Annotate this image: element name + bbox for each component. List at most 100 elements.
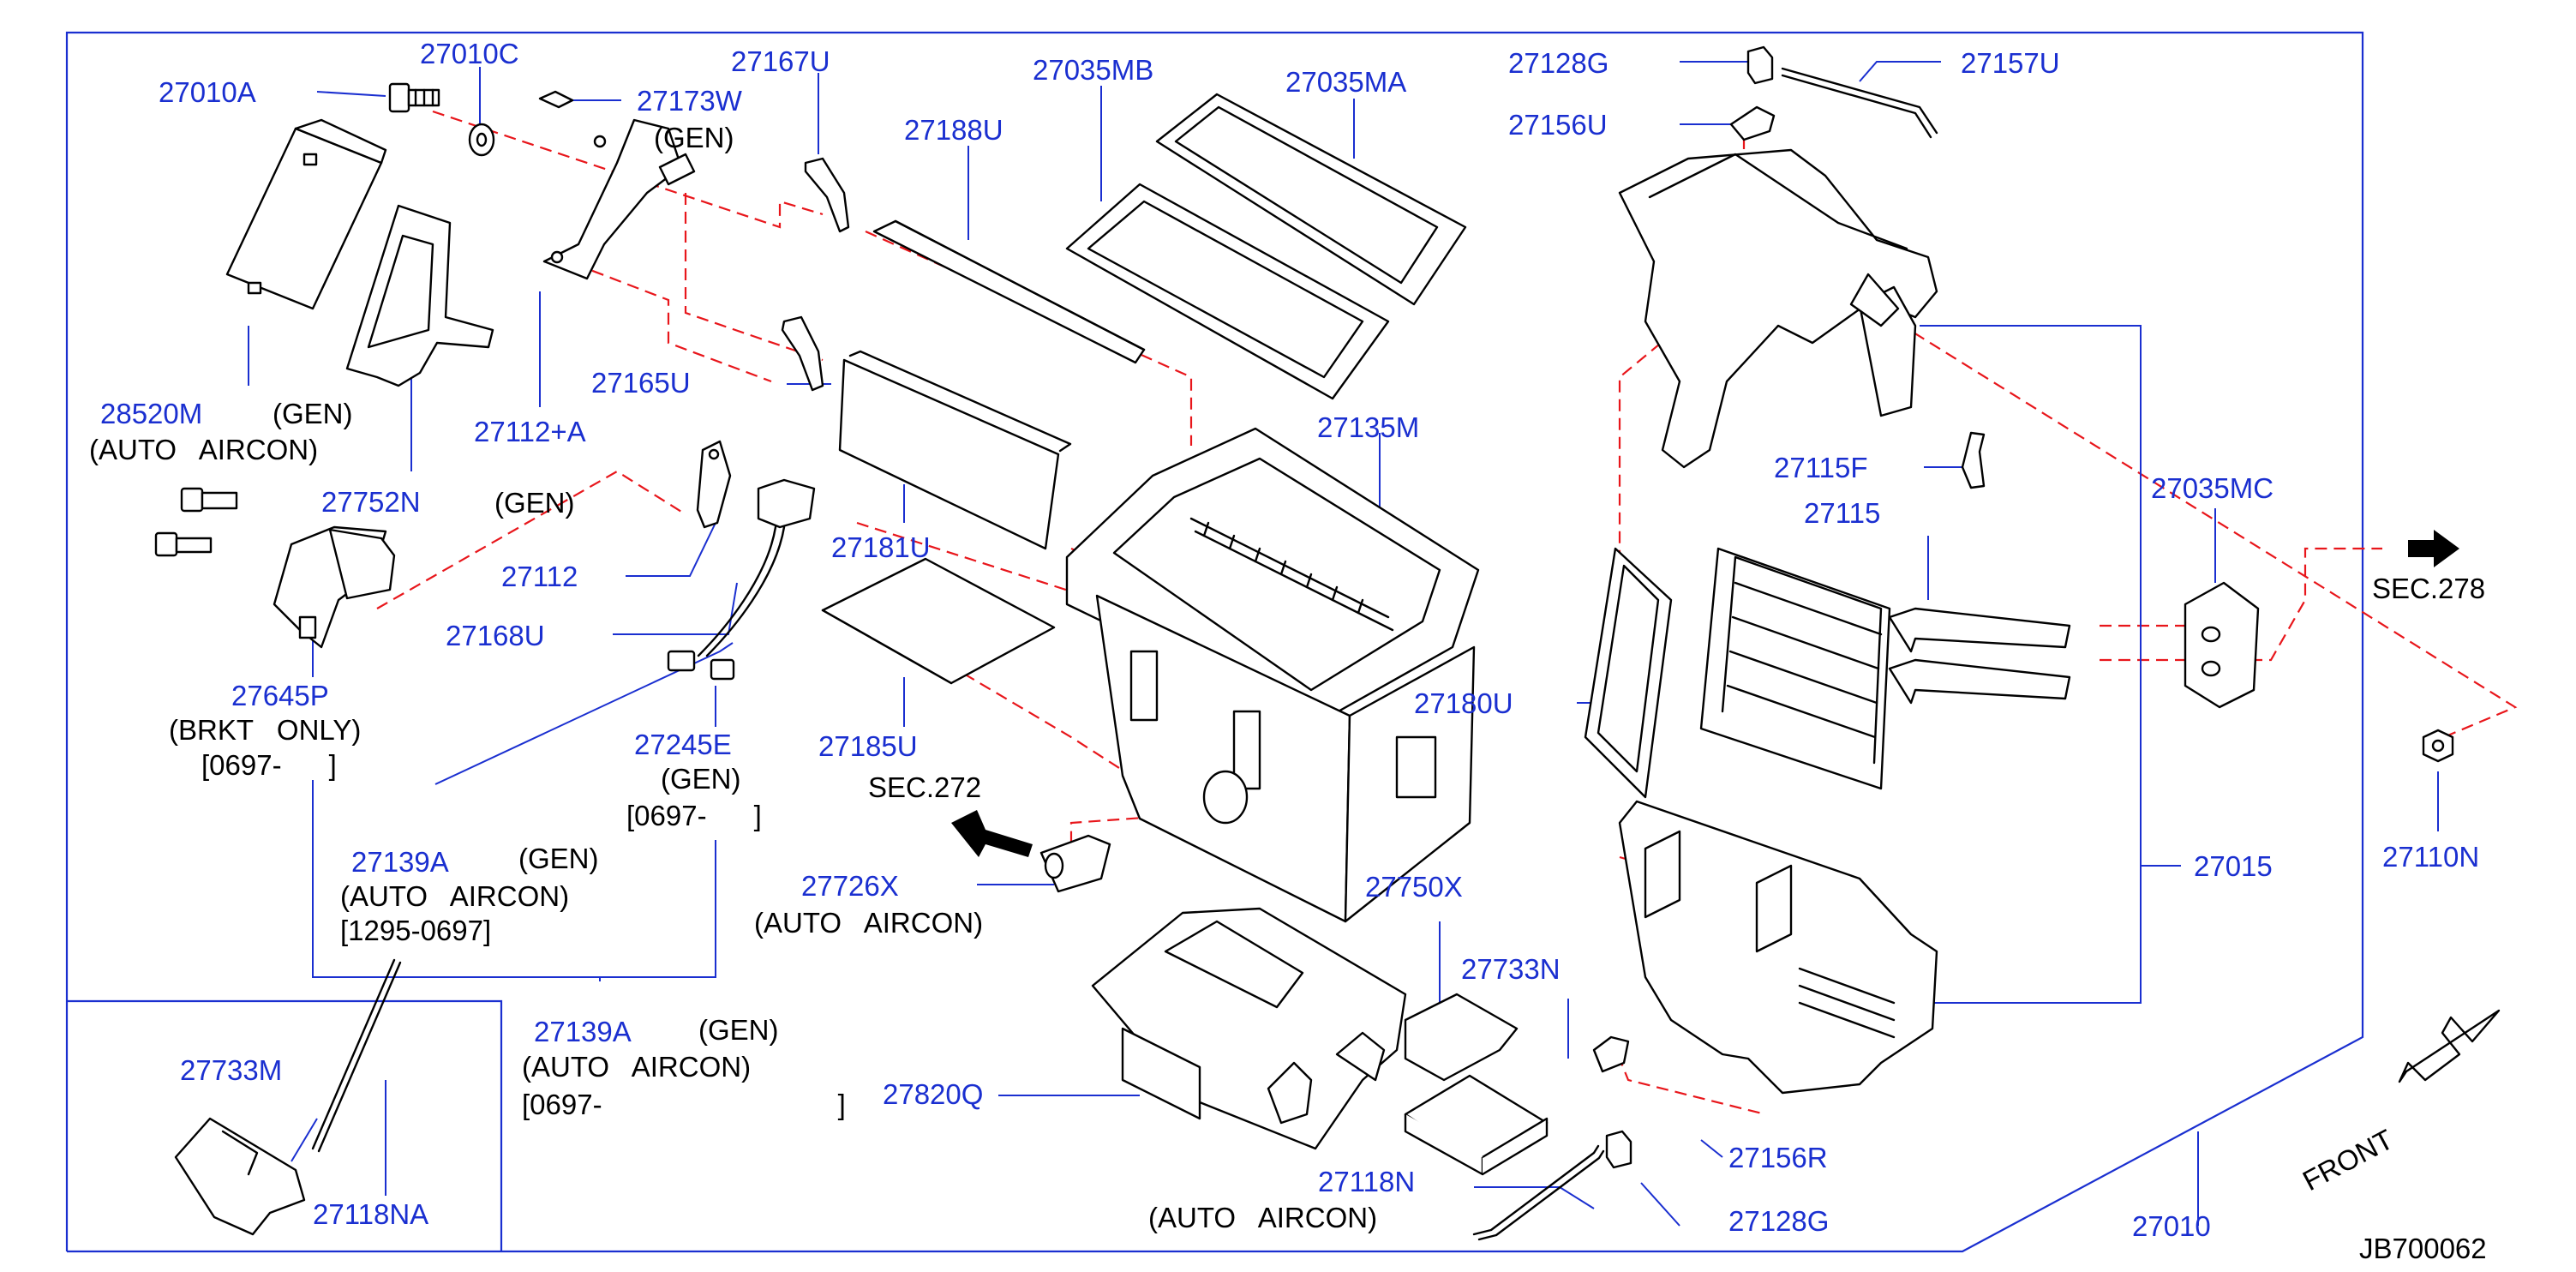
link-27167U: [804, 157, 850, 233]
part-number-27726X: 27726X: [801, 870, 899, 902]
blower-housing-27820Q: [1091, 907, 1407, 1150]
leader-lines: [248, 61, 2439, 1227]
sensor-27128G-top: [1746, 45, 1774, 85]
heater-core-27115: [1699, 547, 2071, 790]
part-number-27010: 27010: [2132, 1210, 2211, 1242]
part-number-27139A-second: 27139A: [534, 1016, 632, 1047]
part-number-27118NA: 27118NA: [313, 1198, 428, 1230]
bolt-27645P-a: [180, 487, 238, 513]
grille-27135M: [1189, 517, 1394, 632]
door-27185U: [821, 557, 1056, 685]
text-labels: 27010A 27010C 27173W (GEN) 27167U 27035M…: [89, 38, 2487, 1264]
note-27173W: (GEN): [654, 122, 734, 153]
ref-sec278: SEC.278: [2372, 573, 2485, 604]
amplifier-27733N: [1404, 1074, 1549, 1176]
bolt-27010A: [388, 82, 440, 113]
date-27139A: [1295-0697]: [340, 915, 491, 946]
bracket-27750X: [1404, 993, 1519, 1082]
note-gen-28520M: (GEN): [273, 398, 353, 429]
note-gen-27139A-second: (GEN): [698, 1014, 779, 1046]
part-number-27156R: 27156R: [1728, 1142, 1828, 1173]
arrow-sec278-icon: [2408, 530, 2459, 567]
bracket-27156U: [1729, 105, 1776, 141]
part-number-27188U: 27188U: [904, 114, 1003, 146]
part-number-27115: 27115: [1804, 497, 1880, 529]
seal-27035MA: [1155, 93, 1467, 306]
part-number-27115F: 27115F: [1774, 452, 1867, 483]
part-number-27180U: 27180U: [1414, 687, 1513, 719]
note-auto-27118N: (AUTO AIRCON): [1148, 1202, 1377, 1233]
harness-27168U: [667, 478, 816, 672]
part-number-27112A: 27112+A: [474, 416, 586, 447]
part-number-27015: 27015: [2194, 850, 2273, 882]
date-27645P: [0697- ]: [201, 749, 337, 781]
washer-27010C: [468, 123, 495, 157]
clip-27115F: [1961, 431, 1986, 489]
door-27188U: [872, 219, 1146, 364]
note-gen-27139A: (GEN): [518, 843, 599, 874]
part-number-27135M: 27135M: [1317, 411, 1419, 443]
part-number-27165U: 27165U: [591, 367, 691, 399]
link-27165U: [781, 315, 824, 392]
part-number-27035MB: 27035MB: [1033, 54, 1153, 86]
rod-27157U: [1781, 67, 1938, 139]
part-number-27167U: 27167U: [731, 45, 830, 77]
diagram-code: JB700062: [2359, 1233, 2487, 1264]
arrow-sec272-icon: [951, 810, 1033, 857]
nut-27110N: [2422, 729, 2454, 763]
grommet-27035MC: [2184, 581, 2260, 709]
part-number-27733M: 27733M: [180, 1054, 282, 1086]
part-number-27752N: 27752N: [321, 486, 421, 518]
note-gen-27245E: (GEN): [661, 763, 741, 795]
lower-case: [1618, 800, 1938, 1095]
part-number-27010C: 27010C: [420, 38, 519, 69]
sensor-27128G-bottom: [1605, 1130, 1632, 1169]
part-number-27820Q: 27820Q: [883, 1078, 983, 1110]
part-number-27157U: 27157U: [1961, 47, 2060, 79]
bracket-27156R: [1592, 1035, 1630, 1073]
date-27139A-second: [0697- ]: [522, 1089, 846, 1120]
heater-case-27135M: [1065, 427, 1480, 923]
note-auto-28520M: (AUTO AIRCON): [89, 434, 318, 465]
part-number-27181U: 27181U: [831, 531, 931, 563]
clip-27173W: [538, 90, 574, 109]
control-amp-28520M: [225, 118, 387, 310]
note-auto-27726X: (AUTO AIRCON): [754, 907, 983, 939]
part-number-28520M: 28520M: [100, 398, 202, 429]
part-number-27035MA: 27035MA: [1285, 66, 1406, 98]
part-number-27733N: 27733N: [1461, 953, 1561, 985]
bolt-27645P-b: [154, 531, 213, 557]
sensor-27726X: [1039, 834, 1111, 893]
part-number-27118N: 27118N: [1318, 1166, 1415, 1197]
part-number-27750X: 27750X: [1365, 871, 1463, 903]
front-label: FRONT: [2297, 1123, 2399, 1197]
note-auto-27139A: (AUTO AIRCON): [340, 880, 569, 912]
part-number-27112: 27112: [501, 561, 578, 592]
rod-27118N: [1472, 1144, 1605, 1241]
part-number-27010A: 27010A: [159, 76, 256, 108]
part-number-27245E: 27245E: [634, 729, 732, 760]
part-number-27139A: 27139A: [351, 846, 449, 878]
assembly-frame: [65, 31, 2364, 1253]
note-gen-27112: (GEN): [494, 487, 575, 519]
filter-27180U: [1584, 547, 1673, 799]
part-number-27156U: 27156U: [1508, 109, 1608, 141]
ref-sec272: SEC.272: [868, 771, 981, 803]
bracket-27112A: [542, 118, 696, 280]
part-number-27128G-bottom: 27128G: [1728, 1205, 1829, 1237]
part-number-27185U: 27185U: [818, 730, 918, 762]
front-arrow-icon: [2398, 1009, 2501, 1083]
rod-27118NA: [311, 958, 402, 1153]
upper-case: [1618, 148, 1938, 469]
part-number-27110N: 27110N: [2382, 841, 2479, 873]
bracket-27733M: [174, 1117, 306, 1236]
lever-27112: [696, 440, 732, 529]
part-number-27035MC: 27035MC: [2151, 472, 2273, 504]
part-number-27173W: 27173W: [637, 85, 743, 117]
part-number-27128G-top: 27128G: [1508, 47, 1609, 79]
seal-27035MB: [1065, 183, 1390, 400]
bracket-27645P: [273, 525, 396, 649]
note-auto-27139A-second: (AUTO AIRCON): [522, 1051, 751, 1083]
door-27181U: [838, 350, 1072, 550]
